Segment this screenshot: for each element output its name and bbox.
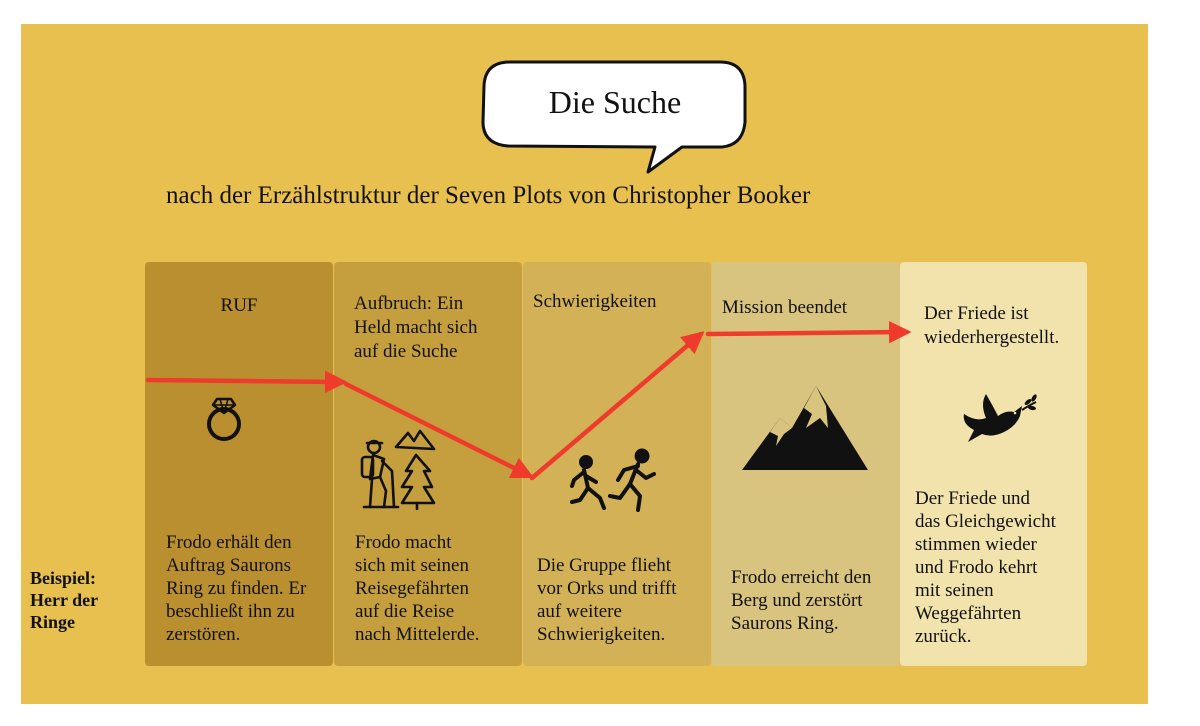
- arc-arrow-3: [529, 331, 705, 481]
- diagram-title: Die Suche: [548, 84, 682, 120]
- stage-column-5: [900, 262, 1087, 666]
- running-people-icon: [570, 448, 656, 512]
- diagram-subtitle: nach der Erzählstruktur der Seven Plots …: [166, 182, 811, 209]
- arc-arrow-4: [705, 320, 912, 344]
- stage-description-1: Frodo erhält den Auftrag Saurons Ring zu…: [166, 532, 307, 645]
- stage-description-5: Der Friede und das Gleichgewicht stimmen…: [915, 488, 1056, 647]
- stage-label-4: Mission beendet: [722, 297, 848, 318]
- stage-description-4: Frodo erreicht den Berg und zerstört Sau…: [731, 567, 872, 634]
- stage-column-3: [523, 262, 711, 666]
- hiker-icon: [360, 429, 436, 510]
- arc-arrow-1: [145, 370, 348, 394]
- stage-description-2: Frodo macht sich mit seinen Reisegefährt…: [355, 532, 480, 645]
- dove-icon: [963, 394, 1037, 442]
- stage-column-2: [334, 262, 522, 666]
- stage-label-3: Schwierigkeiten: [533, 291, 657, 312]
- stage-column-1: [145, 262, 333, 666]
- stage-description-3: Die Gruppe flieht vor Orks und trifft au…: [537, 555, 677, 645]
- example-label: Beispiel: Herr der Ringe: [30, 568, 99, 632]
- arc-arrow-2: [343, 381, 535, 479]
- mountain-icon: [742, 386, 868, 470]
- stage-label-5: Der Friede ist wiederhergestellt.: [924, 303, 1060, 348]
- stage-label-2: Aufbruch: Ein Held macht sich auf die Su…: [354, 293, 478, 362]
- stage-label-1: RUF: [220, 295, 258, 316]
- ring-icon: [207, 397, 241, 441]
